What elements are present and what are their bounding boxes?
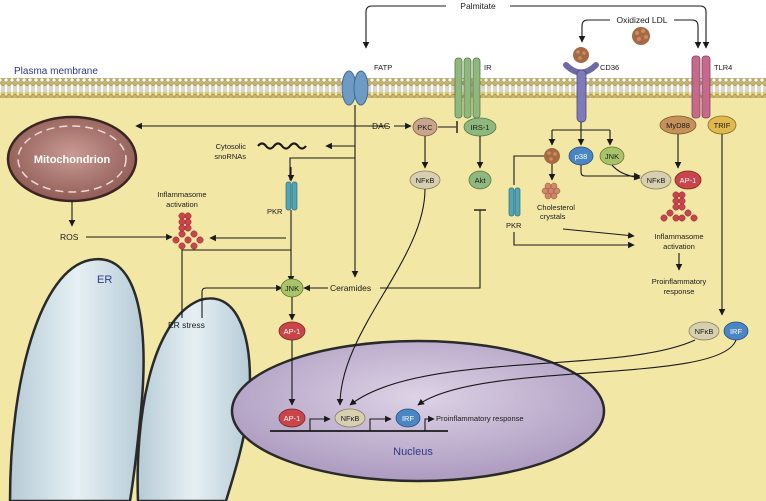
insulin-receptor-icon	[454, 57, 481, 119]
pkc-node: PKC	[412, 117, 438, 137]
cholesterol-label-2: crystals	[540, 212, 566, 221]
jnk-top-node: JNK	[599, 146, 625, 166]
fatp-label: FATP	[374, 63, 392, 72]
fatp-to-pkr-line	[289, 157, 355, 180]
ap1-promoter-arrow	[309, 415, 331, 431]
inflammasome-right-icon	[660, 191, 698, 222]
nucleus-organelle	[230, 339, 606, 483]
palmitate-to-tlr4-arrow	[510, 5, 710, 49]
nfkb-left-to-nucleus-arrow	[336, 188, 426, 406]
akt-node: Akt	[468, 170, 492, 190]
irs1-node: IRS-1	[463, 117, 497, 137]
cytosolic-label: Cytosolic	[216, 142, 247, 151]
proinflam-right-label-2: response	[664, 287, 695, 296]
svg-text:IRF: IRF	[402, 414, 415, 423]
ap1-nucleus-node: AP-1	[278, 408, 306, 428]
ir-label: IR	[484, 63, 492, 72]
snornas-label: snoRNAs	[214, 152, 246, 161]
ceramides-label: Ceramides	[330, 283, 371, 293]
irf-promoter-arrow	[424, 415, 435, 431]
oxldl-to-tlr4-arrow	[674, 19, 702, 49]
cholesterol-label-1: Cholesterol	[537, 203, 575, 212]
svg-text:JNK: JNK	[605, 152, 619, 161]
myd88-node: MyD88	[659, 115, 697, 135]
trif-node: TRIF	[707, 115, 737, 135]
pkr-to-er-line	[181, 249, 291, 318]
mitochondrion-label: Mitochondrion	[34, 154, 111, 166]
pkr-right-label: PKR	[506, 221, 522, 230]
oxldl-to-cd36-arrow	[578, 19, 610, 43]
svg-text:IRS-1: IRS-1	[470, 123, 489, 132]
nfkb-mid-node: NFκB	[640, 170, 672, 190]
oxidized-ldl-particle-icon	[632, 27, 650, 45]
ldl-particle-on-cd36-icon	[573, 47, 589, 63]
svg-text:NFκB: NFκB	[647, 176, 666, 185]
jnk-to-nfkb-arrow	[611, 164, 641, 181]
svg-text:AP-1: AP-1	[680, 176, 697, 185]
svg-text:NFκB: NFκB	[416, 176, 435, 185]
nfkb-left-node: NFκB	[409, 170, 441, 190]
er-organelle	[8, 257, 252, 501]
svg-text:Akt: Akt	[475, 176, 487, 185]
ros-label: ROS	[60, 232, 79, 242]
inflammasome-right-label-2: activation	[663, 242, 695, 251]
palmitate-to-fatp-arrow	[362, 5, 446, 49]
p38-node: p38	[568, 146, 594, 166]
inflammasome-left-icon	[172, 212, 204, 250]
nfkb-right-node: NFκB	[688, 321, 720, 341]
inflammasome-left-label-2: activation	[166, 200, 198, 209]
nucleus-label: Nucleus	[393, 446, 433, 458]
svg-text:MyD88: MyD88	[666, 121, 690, 130]
svg-text:p38: p38	[575, 152, 588, 161]
irf-right-node: IRF	[723, 321, 749, 341]
svg-text:TRIF: TRIF	[714, 121, 731, 130]
ldl-to-pkr-line	[513, 155, 544, 185]
inflammasome-left-label-1: Inflammasome	[157, 190, 206, 199]
svg-text:IRF: IRF	[730, 327, 743, 336]
ap1-center-node: AP-1	[278, 321, 306, 341]
proinflam-right-label-1: Proinflammatory	[652, 277, 707, 286]
snorna-icon	[257, 142, 307, 150]
jnk-center-node: JNK	[280, 278, 304, 298]
nfkb-promoter-arrow	[369, 415, 392, 431]
er-stress-label: ER stress	[168, 320, 205, 330]
dag-label: DAG	[372, 121, 390, 131]
nfkb-right-to-nucleus-arrow	[349, 339, 696, 406]
svg-text:PKC: PKC	[417, 123, 433, 132]
svg-text:NFκB: NFκB	[341, 414, 360, 423]
p38-to-nfkb-arrow	[580, 165, 641, 180]
fatp-transporter-icon	[341, 70, 369, 106]
plasma-membrane-label: Plasma membrane	[14, 66, 98, 77]
proinflam-nucleus-label: Proinflammatory response	[436, 414, 524, 423]
ldl-internalized-icon	[544, 148, 560, 164]
inflammasome-right-label-1: Inflammasome	[654, 232, 703, 241]
oxidized-ldl-label: Oxidized LDL	[616, 15, 667, 25]
svg-text:JNK: JNK	[285, 284, 299, 293]
nfkb-nucleus-node: NFκB	[334, 408, 366, 428]
tlr4-label: TLR4	[714, 63, 732, 72]
pkr-right-icon	[508, 187, 521, 217]
ap1-mid-node: AP-1	[674, 170, 702, 190]
pkr-left-icon	[285, 181, 298, 211]
ceramides-to-akt-line	[380, 210, 481, 289]
palmitate-label: Palmitate	[460, 1, 496, 11]
er-stress-to-jnk-arrow	[201, 284, 283, 318]
pkr-left-label: PKR	[267, 207, 283, 216]
tlr4-receptor-icon	[691, 55, 711, 119]
cholesterol-crystals-icon	[541, 182, 561, 200]
irf-right-to-nucleus-arrow	[417, 339, 737, 406]
svg-text:NFκB: NFκB	[695, 327, 714, 336]
pkr-right-to-inflammasome-arrow	[513, 232, 635, 249]
svg-text:AP-1: AP-1	[284, 414, 301, 423]
irf-nucleus-node: IRF	[395, 408, 421, 428]
cholesterol-to-inflammasome-arrow	[562, 228, 635, 239]
er-label: ER	[97, 274, 112, 286]
cd36-label: CD36	[600, 63, 619, 72]
svg-text:AP-1: AP-1	[284, 327, 301, 336]
plasma-membrane	[0, 78, 766, 98]
